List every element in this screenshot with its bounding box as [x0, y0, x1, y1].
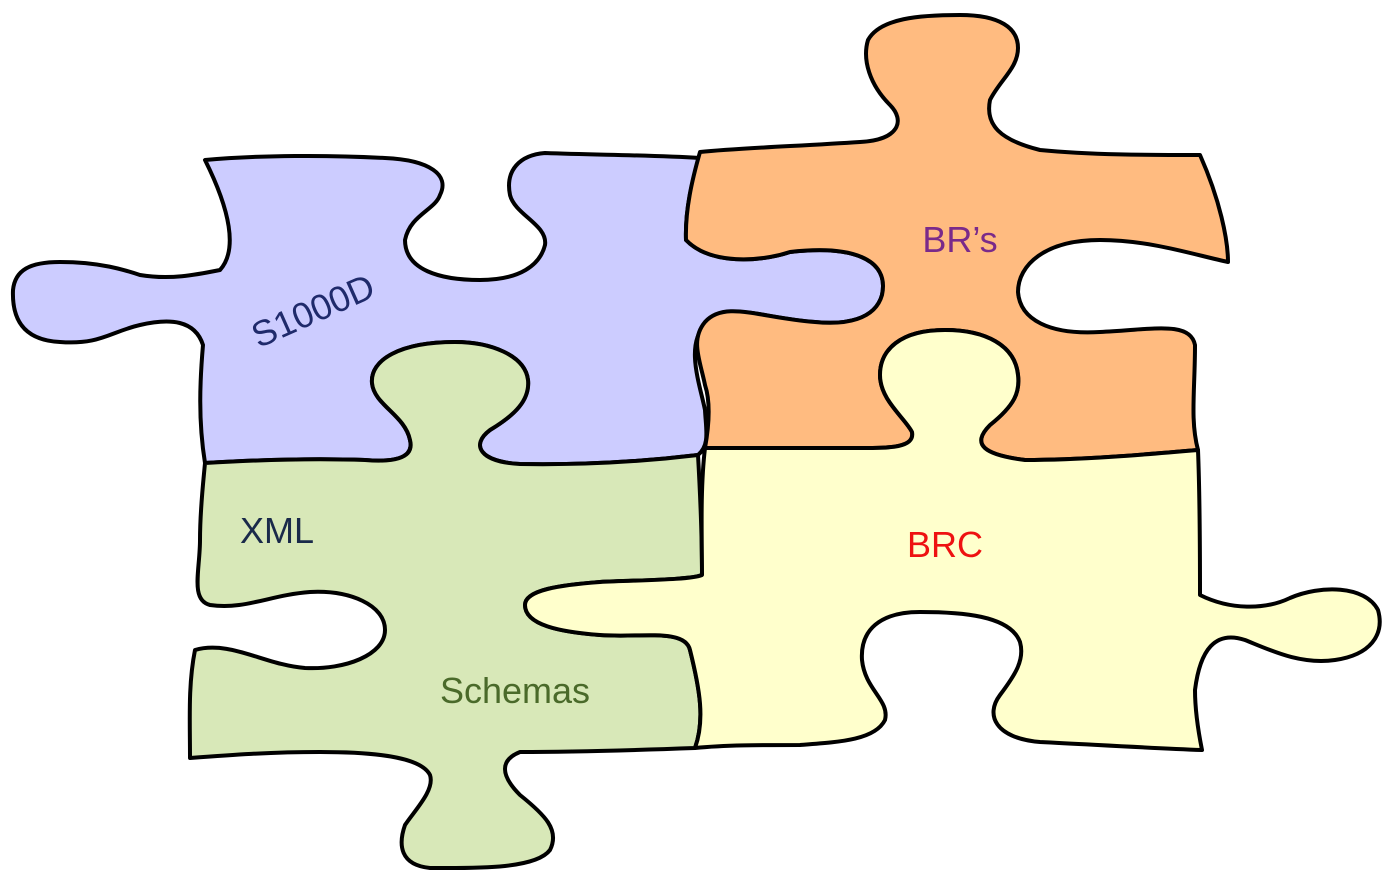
xml-schemas-piece-shape — [187, 340, 704, 871]
brc-piece-shape — [523, 328, 1382, 752]
brc-label: BRC — [907, 524, 983, 565]
brc-piece: BRC — [523, 328, 1382, 752]
brs-label: BR’s — [922, 219, 997, 260]
schemas-label: Schemas — [440, 670, 590, 711]
xml-schemas-piece: XML Schemas — [187, 340, 704, 871]
xml-label: XML — [240, 510, 314, 551]
